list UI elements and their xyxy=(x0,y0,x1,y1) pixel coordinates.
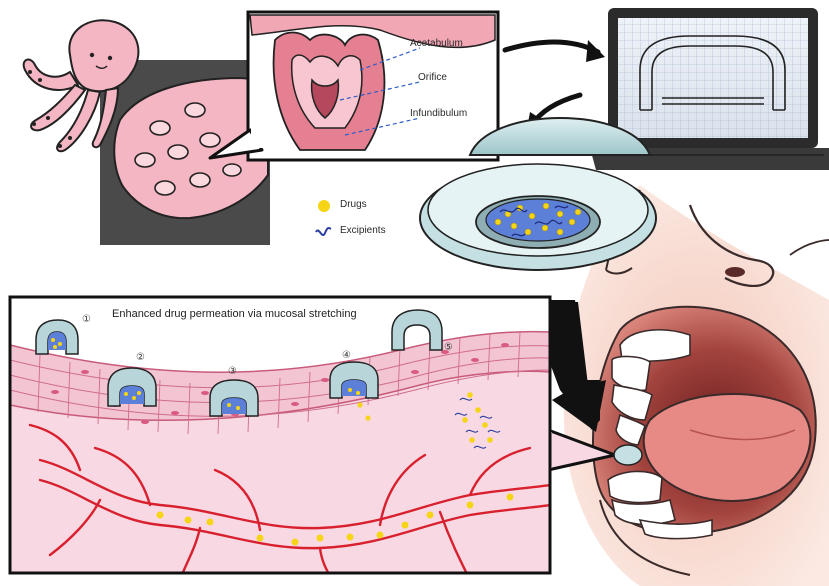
drug-legend-swatch xyxy=(318,200,330,212)
tongue xyxy=(642,392,812,502)
nose xyxy=(688,204,775,287)
step-label-4: ④ xyxy=(342,350,351,361)
upper-teeth xyxy=(611,329,691,446)
label-infundibulum: Infundibulum xyxy=(410,108,468,119)
process-arrows xyxy=(502,39,601,128)
cad-outline xyxy=(639,35,786,111)
step-label-2: ② xyxy=(136,352,145,363)
device-stage-4 xyxy=(329,361,379,399)
legend-drugs-label: Drugs xyxy=(340,199,367,210)
anatomy-inset xyxy=(208,10,500,162)
human-face-illustration xyxy=(563,185,829,586)
excipient-legend-swatch xyxy=(315,226,332,236)
legend xyxy=(315,200,332,236)
suckers xyxy=(134,102,242,196)
suction-device xyxy=(419,116,657,271)
arrow-head-to-laptop xyxy=(586,40,605,62)
lower-teeth xyxy=(607,470,713,540)
drug-permeation-zone xyxy=(357,392,493,443)
laptop-icon xyxy=(590,8,829,170)
label-acetabulum: Acetabulum xyxy=(410,38,463,49)
octopus-arm-zoom xyxy=(113,76,269,220)
step-label-1: ① xyxy=(82,314,91,325)
device-stage-5 xyxy=(391,309,443,351)
octopus-head xyxy=(68,19,140,93)
step-label-3: ③ xyxy=(228,366,237,377)
device-stage-2 xyxy=(107,367,157,407)
legend-excipients-label: Excipients xyxy=(340,225,386,236)
device-stage-1 xyxy=(35,319,79,355)
octopus-illustration xyxy=(22,19,270,245)
drug-in-blood xyxy=(156,493,514,546)
step-label-5: ⑤ xyxy=(444,342,453,353)
mucosa-panel xyxy=(8,295,617,575)
device-on-tongue xyxy=(613,444,643,466)
label-orifice: Orifice xyxy=(418,72,447,83)
mucosa-panel-title: Enhanced drug permeation via mucosal str… xyxy=(112,308,357,320)
blood-vessels xyxy=(28,423,550,573)
device-stage-3 xyxy=(209,379,259,417)
